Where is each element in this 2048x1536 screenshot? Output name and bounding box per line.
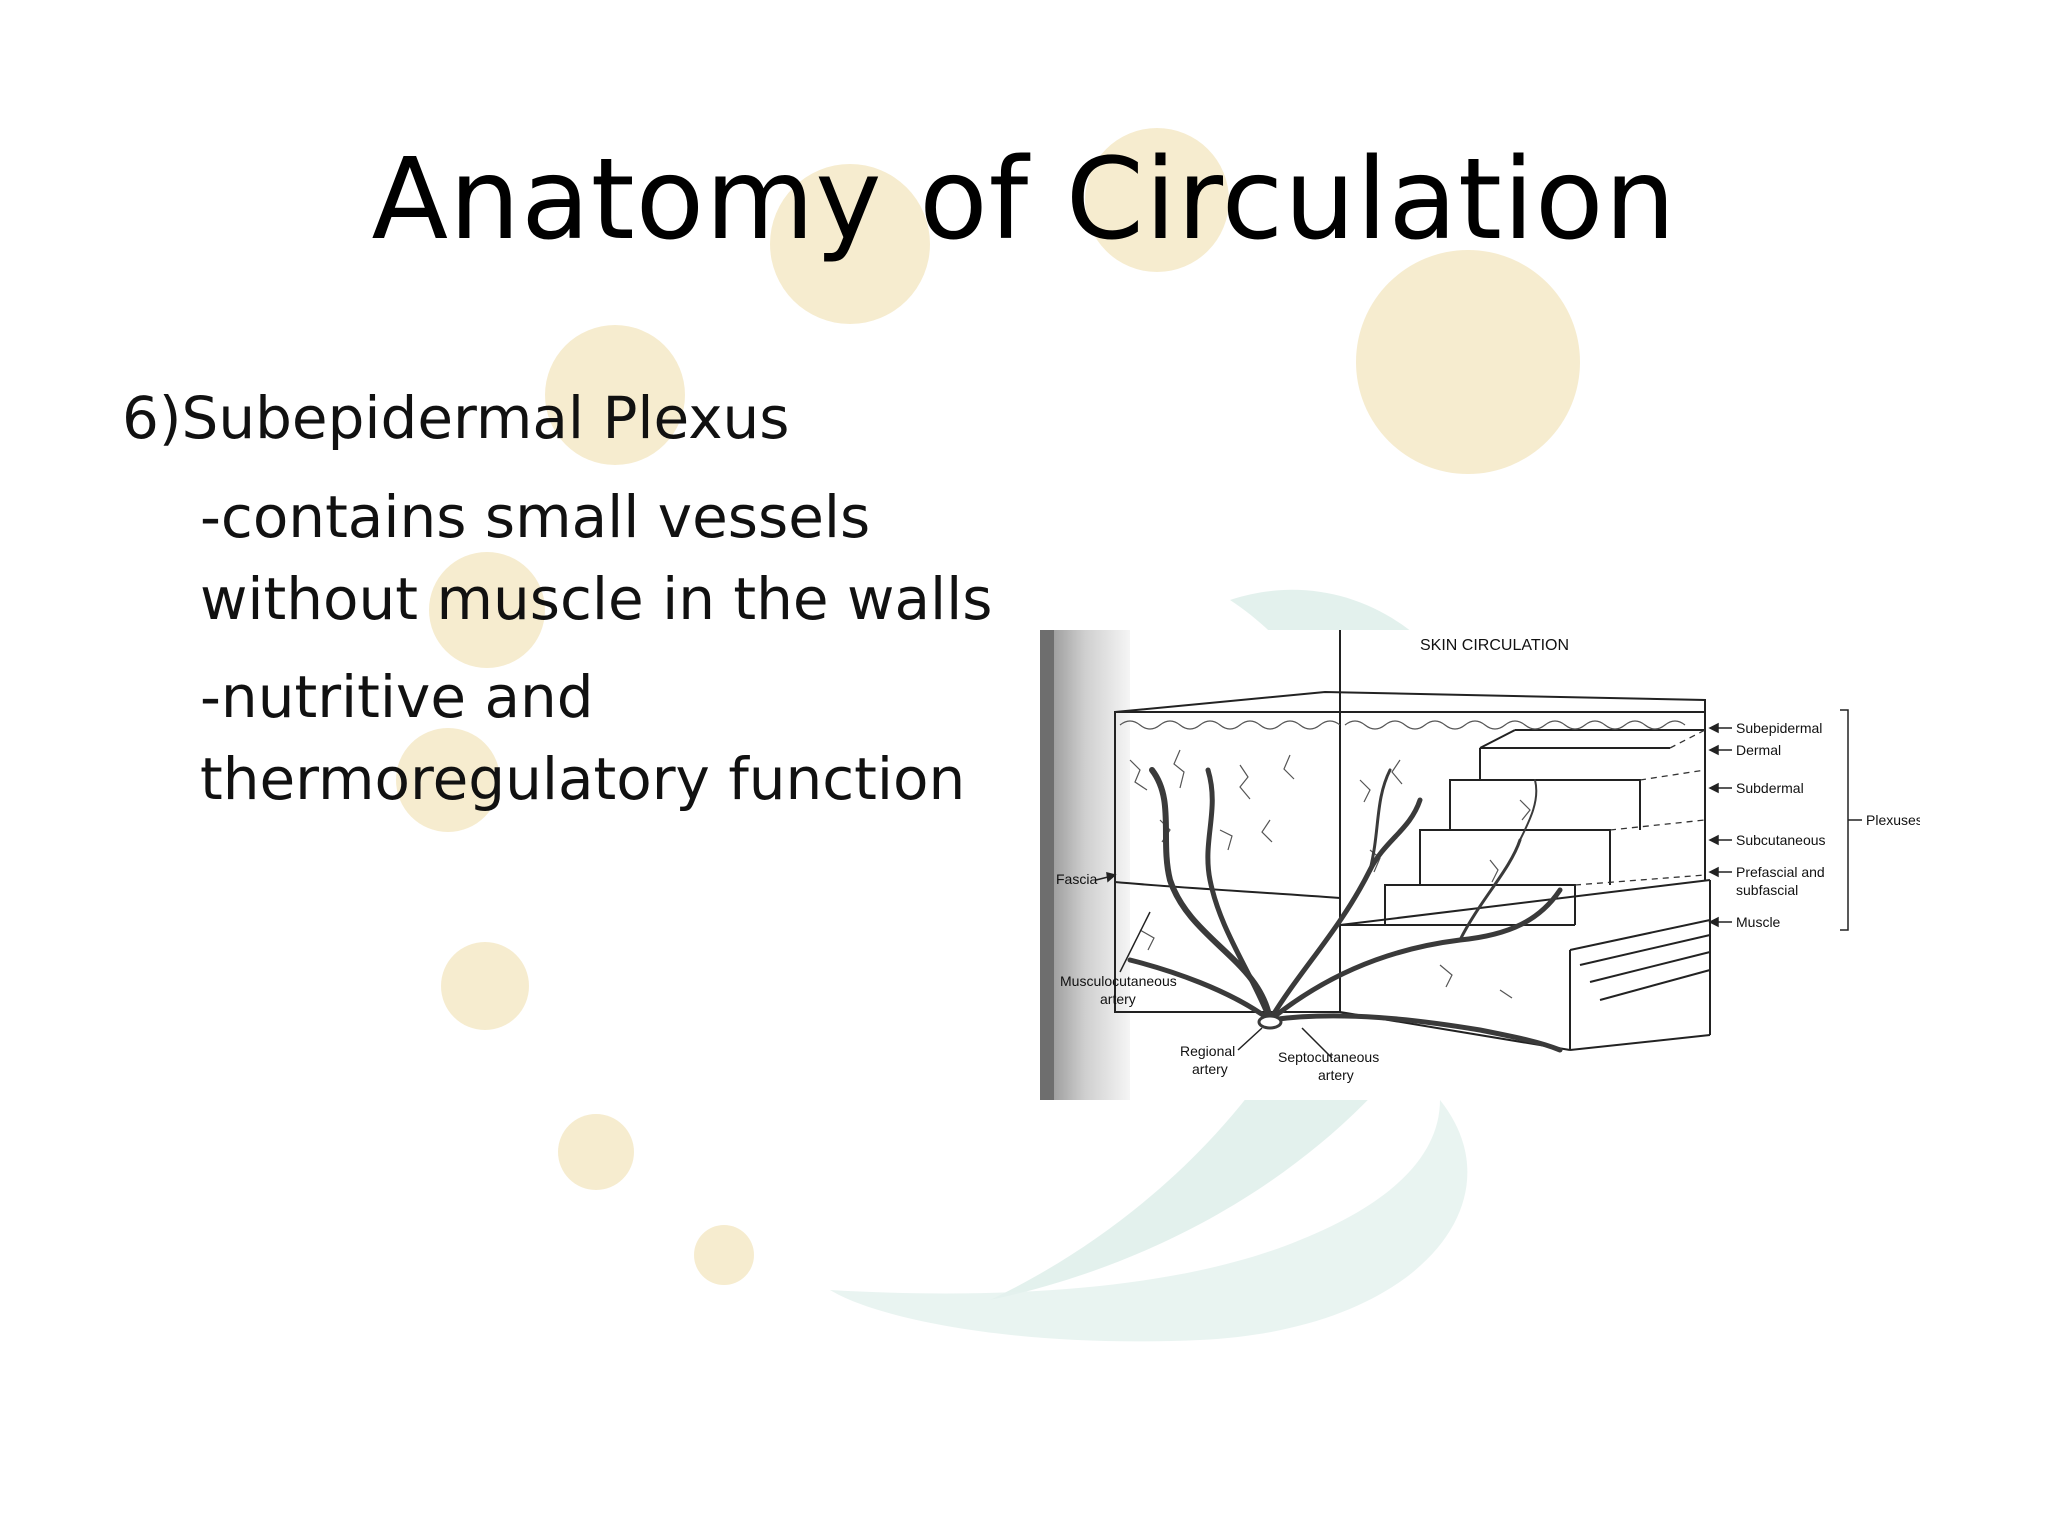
skin-circulation-diagram: SKIN CIRCULATION [1040, 630, 1920, 1100]
label-subcutaneous: Subcutaneous [1736, 832, 1826, 848]
sub-bullet-vessels: -contains small vessels without muscle i… [200, 483, 993, 633]
artery-branches [1127, 767, 1563, 1053]
skin-circulation-figure: SKIN CIRCULATION [1040, 630, 1920, 1100]
figure-title: SKIN CIRCULATION [1420, 637, 1569, 654]
label-septocutaneous: Septocutaneous [1278, 1049, 1379, 1065]
label-fascia: Fascia [1056, 871, 1097, 887]
page-title: Anatomy of Circulation [371, 135, 1677, 265]
label-musculocutaneous-artery: artery [1100, 991, 1136, 1007]
label-muscle: Muscle [1736, 914, 1781, 930]
label-dermal: Dermal [1736, 742, 1781, 758]
label-subfascial: subfascial [1736, 882, 1798, 898]
plexuses-bracket [1840, 709, 1862, 931]
label-plexuses: Plexuses [1866, 812, 1920, 828]
sub-bullet-function: -nutritive and thermoregulatory function [200, 663, 966, 813]
bullet-heading: 6)Subepidermal Plexus [122, 384, 790, 452]
label-regional: Regional [1180, 1043, 1235, 1059]
label-subepidermal: Subepidermal [1736, 720, 1822, 736]
plexus-texture [1119, 720, 1686, 999]
skin-block [1114, 630, 1711, 1051]
label-musculocutaneous: Musculocutaneous [1060, 973, 1177, 989]
label-arrows [1708, 722, 1732, 928]
label-septocutaneous-artery: artery [1318, 1067, 1354, 1083]
label-prefascial: Prefascial and [1736, 864, 1825, 880]
label-subdermal: Subdermal [1736, 780, 1804, 796]
label-regional-artery: artery [1192, 1061, 1228, 1077]
